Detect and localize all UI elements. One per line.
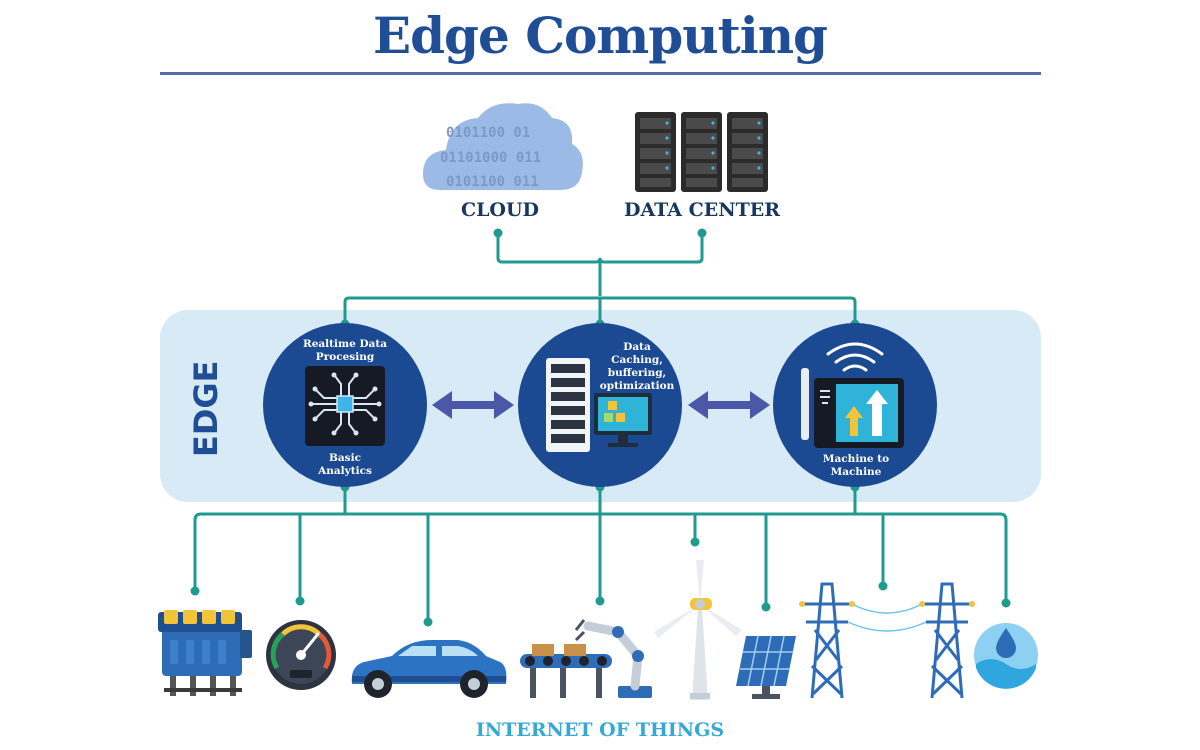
wind-turbine-icon	[654, 560, 742, 700]
cloud-connector-dot	[493, 228, 503, 238]
node-2-line: Caching,	[611, 354, 663, 366]
node-2-top-text: Data Caching, buffering, optimization	[592, 341, 682, 393]
machine-tablet-icon	[801, 342, 904, 448]
car-icon	[351, 640, 507, 698]
node-3-bottom-text: Machine to Machine	[808, 453, 904, 479]
node-1-top-text: Realtime Data Procesing	[295, 338, 395, 364]
title-underline	[160, 72, 1041, 75]
node-2-line: Data	[623, 341, 651, 353]
insulator-dots	[799, 601, 975, 607]
cloud-icon: 0101100 01 01101000 011 0101100 011	[422, 103, 583, 190]
edge-label: EDGE	[187, 360, 225, 457]
engine-icon	[158, 610, 252, 696]
processor-chip-icon	[305, 366, 385, 446]
server-racks-icon	[635, 112, 768, 192]
cloud-binary-line-3: 0101100 011	[446, 174, 539, 190]
power-line-towers-icon	[802, 582, 972, 699]
water-drop-icon	[974, 623, 1038, 689]
node-2-line: buffering,	[607, 367, 667, 379]
datacenter-label: DATA CENTER	[623, 199, 781, 221]
node-1-line: Realtime Data	[302, 338, 388, 350]
speedometer-icon	[266, 620, 336, 690]
cloud-label: CLOUD	[460, 199, 540, 221]
iot-label: INTERNET OF THINGS	[475, 719, 725, 741]
node-3-line: Machine	[830, 466, 882, 478]
page-title: Edge Computing	[372, 6, 828, 65]
node-3-line: Machine to	[822, 453, 890, 465]
double-arrow-icon	[432, 391, 514, 419]
conveyor-robot-arm-icon	[520, 619, 652, 698]
node-1-line: Basic	[329, 452, 361, 464]
node-1-line: Procesing	[315, 351, 375, 363]
datacenter-connector-dot	[697, 228, 707, 238]
server-monitor-icon	[546, 358, 652, 452]
node-1-bottom-text: Basic Analytics	[300, 452, 390, 478]
node-2-line: optimization	[599, 380, 675, 392]
cloud-binary-line-2: 01101000 011	[440, 150, 541, 166]
cloud-binary-line-1: 0101100 01	[446, 125, 530, 141]
node-1-line: Analytics	[318, 465, 372, 477]
solar-panel-icon	[736, 635, 796, 699]
double-arrow-icon	[688, 391, 770, 419]
